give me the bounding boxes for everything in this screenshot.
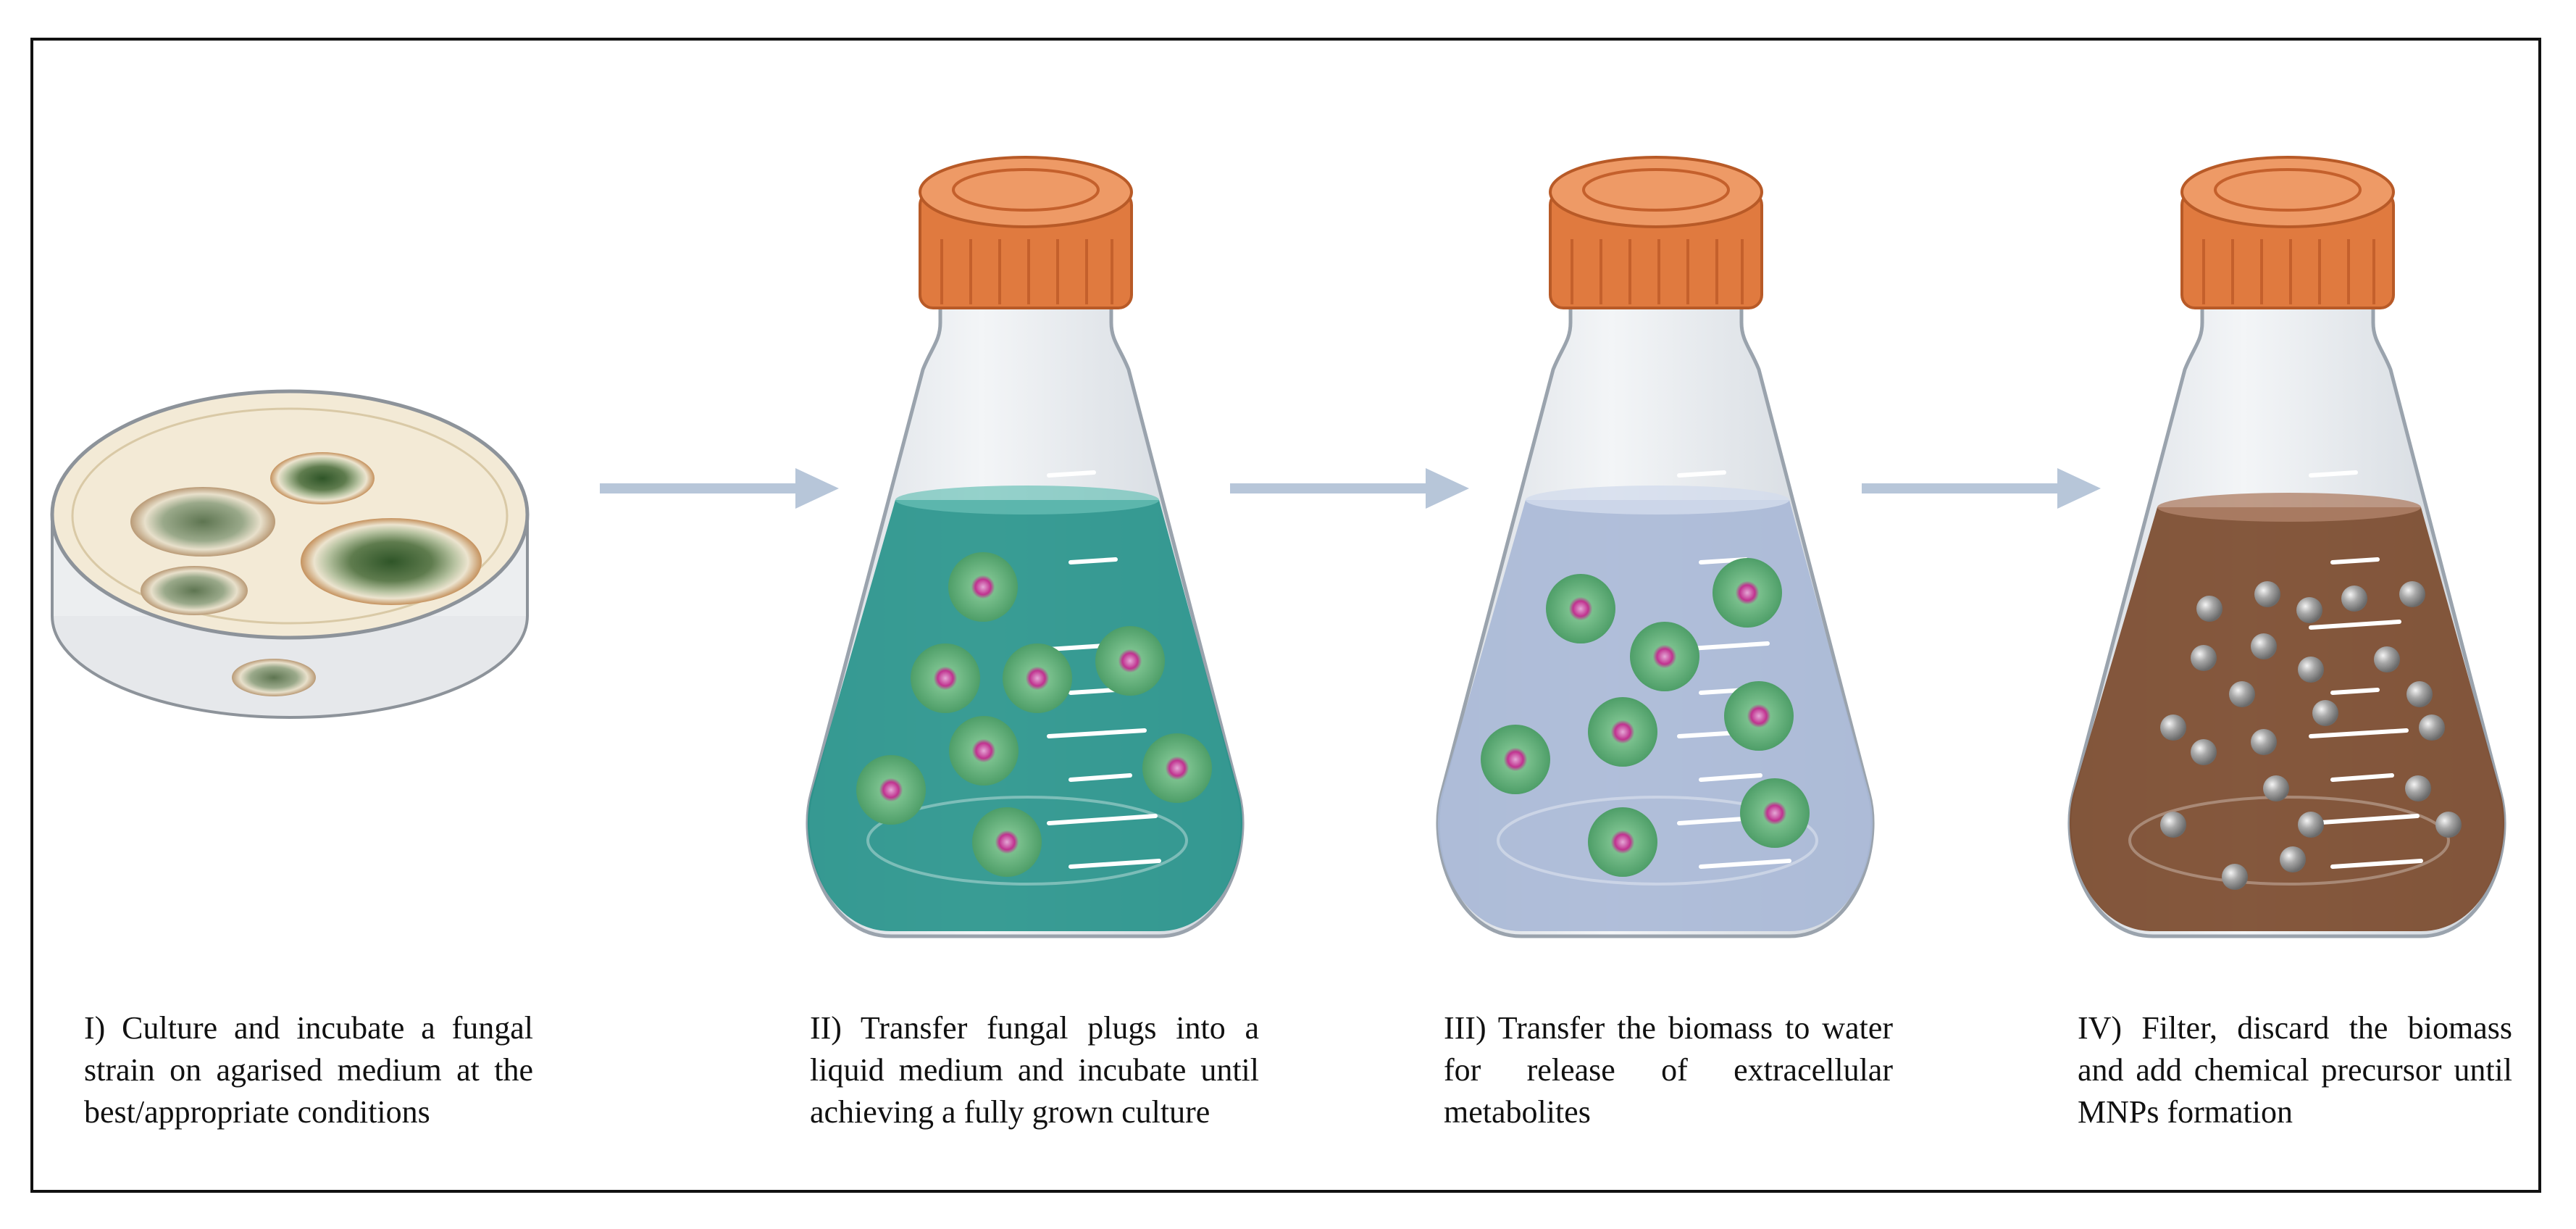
fungal-colony xyxy=(141,566,248,615)
fungal-pellet xyxy=(1546,574,1615,643)
nanoparticle xyxy=(2196,596,2222,622)
fungal-colony xyxy=(301,518,482,605)
fungal-pellet xyxy=(972,807,1042,877)
nanoparticle xyxy=(2405,775,2431,801)
step-2-caption: II) Transfer fungal plugs into a liquid … xyxy=(810,1010,1259,1130)
fungal-pellet xyxy=(1481,725,1550,794)
arrow-2 xyxy=(1230,468,1469,509)
nanoparticle xyxy=(2341,586,2367,612)
flask-nanoparticles xyxy=(2067,156,2506,938)
fungal-pellet xyxy=(1003,643,1072,713)
nanoparticle xyxy=(2406,681,2433,707)
fungal-pellet xyxy=(856,755,926,825)
nanoparticle xyxy=(2312,700,2338,726)
flask-culture xyxy=(806,156,1245,938)
nanoparticle xyxy=(2191,739,2217,765)
fungal-pellet xyxy=(1095,626,1165,696)
graduation-marks xyxy=(2309,470,2423,869)
nanoparticle xyxy=(2263,775,2289,801)
petri-dish xyxy=(50,389,530,719)
fungal-pellet xyxy=(911,643,980,713)
nanoparticle xyxy=(2222,864,2248,890)
nanoparticle xyxy=(2251,729,2277,755)
nanoparticle xyxy=(2160,715,2186,741)
fungal-colony xyxy=(130,487,275,557)
fungal-pellet xyxy=(1588,807,1657,877)
fungal-pellet xyxy=(1724,681,1794,751)
nanoparticle xyxy=(2191,645,2217,671)
step-4-caption: IV) Filter, discard the biomass and add … xyxy=(2078,1010,2512,1130)
step-3-caption: III) Transfer the biomass to water for r… xyxy=(1444,1010,1893,1130)
fungal-colony xyxy=(270,452,375,504)
cap xyxy=(1549,156,1763,309)
nanoparticle xyxy=(2435,812,2462,838)
cap xyxy=(919,156,1133,309)
graduation-marks xyxy=(1047,470,1161,869)
nanoparticle xyxy=(2399,581,2425,607)
fungal-pellet xyxy=(948,552,1018,622)
nanoparticle xyxy=(2298,812,2324,838)
flask-water xyxy=(1436,156,1875,938)
nanoparticle xyxy=(2419,715,2445,741)
fungal-pellet xyxy=(1630,622,1699,691)
cap xyxy=(2180,156,2395,309)
nanoparticle xyxy=(2298,657,2324,683)
fungal-pellet xyxy=(1142,733,1212,803)
arrow-3 xyxy=(1862,468,2101,509)
nanoparticle xyxy=(2229,681,2255,707)
nanoparticle xyxy=(2251,633,2277,659)
fungal-pellet xyxy=(1588,697,1657,767)
nanoparticle xyxy=(2280,846,2306,872)
nanoparticle xyxy=(2296,597,2322,623)
nanoparticle xyxy=(2374,646,2400,672)
nanoparticle xyxy=(2160,812,2186,838)
fungal-pellet xyxy=(1713,558,1782,628)
nanoparticle xyxy=(2254,581,2280,607)
fungal-pellet xyxy=(1740,778,1810,848)
step-1-caption: I) Culture and incubate a fungal strain … xyxy=(84,1010,533,1130)
arrow-1 xyxy=(600,468,839,509)
fungal-pellet xyxy=(949,716,1019,786)
fungal-colony xyxy=(232,659,316,696)
